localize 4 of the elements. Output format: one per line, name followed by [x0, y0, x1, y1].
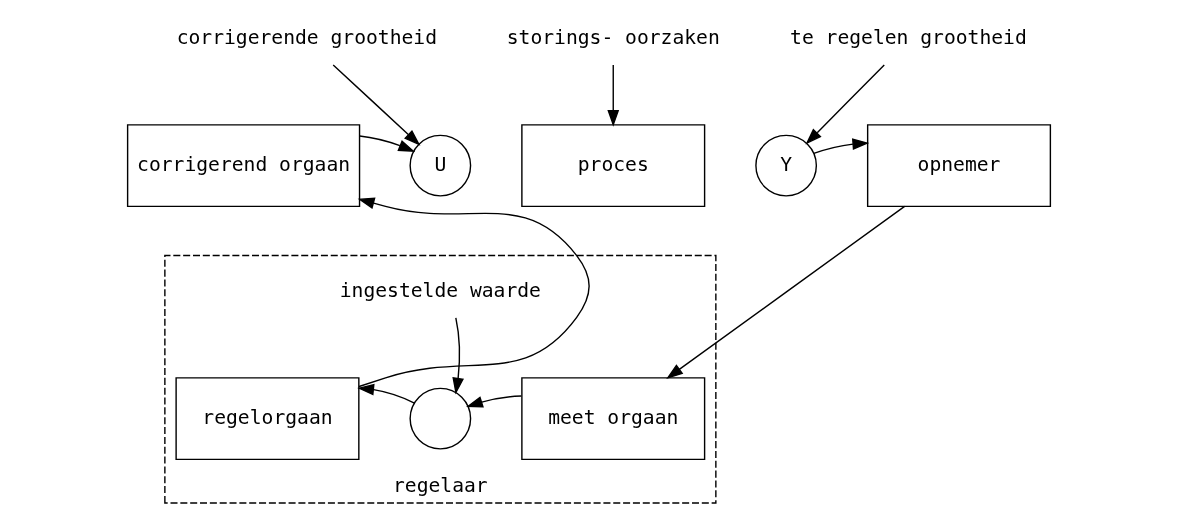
node-text: storings- oorzaken [506, 26, 720, 50]
node-text: ingestelde waarde [339, 279, 541, 303]
node-text: corrigerende grootheid [176, 26, 438, 50]
node-text: te regelen grootheid [790, 26, 1027, 50]
